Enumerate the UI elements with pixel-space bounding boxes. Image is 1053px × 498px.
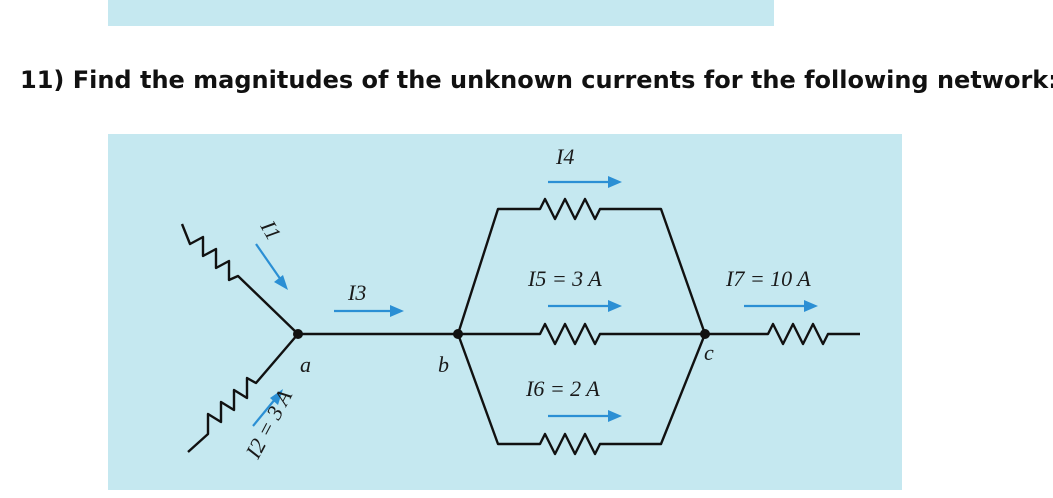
current-arrowhead-i2 <box>270 389 283 405</box>
current-arrowhead-i7 <box>804 300 818 312</box>
circuit-diagram: a b c I1 I2 = 3 A I3 I4 I5 = 3 A I6 = 2 … <box>180 144 860 463</box>
current-arrow-i1 <box>255 243 282 281</box>
node-c-dot <box>700 329 710 339</box>
current-label-i1: I1 <box>255 215 286 244</box>
node-b-label: b <box>438 352 449 377</box>
current-label-i4: I4 <box>555 144 574 169</box>
resistor-r1 <box>180 223 299 335</box>
current-label-i5: I5 = 3 A <box>527 266 602 291</box>
current-arrowhead-i4 <box>608 176 622 188</box>
current-label-i3: I3 <box>347 280 366 305</box>
previous-figure-strip <box>108 0 774 26</box>
node-b-dot <box>453 329 463 339</box>
resistor-r7 <box>705 322 860 346</box>
node-c-label: c <box>704 340 714 365</box>
resistor-r5 <box>458 322 705 346</box>
current-arrowhead-i6 <box>608 410 622 422</box>
question-text: 11) Find the magnitudes of the unknown c… <box>20 66 1053 94</box>
resistor-r4 <box>456 197 707 335</box>
current-arrowhead-i1 <box>274 275 288 290</box>
circuit-figure: a b c I1 I2 = 3 A I3 I4 I5 = 3 A I6 = 2 … <box>108 134 902 490</box>
node-a-dot <box>293 329 303 339</box>
current-label-i7: I7 = 10 A <box>725 266 811 291</box>
current-label-i2: I2 = 3 A <box>240 385 297 463</box>
current-label-i6: I6 = 2 A <box>525 376 600 401</box>
current-arrowhead-i3 <box>390 305 404 317</box>
current-arrowhead-i5 <box>608 300 622 312</box>
resistor-r2 <box>187 333 299 453</box>
current-arrow-i2 <box>252 397 277 427</box>
resistor-r6 <box>456 333 707 456</box>
node-a-label: a <box>300 352 311 377</box>
